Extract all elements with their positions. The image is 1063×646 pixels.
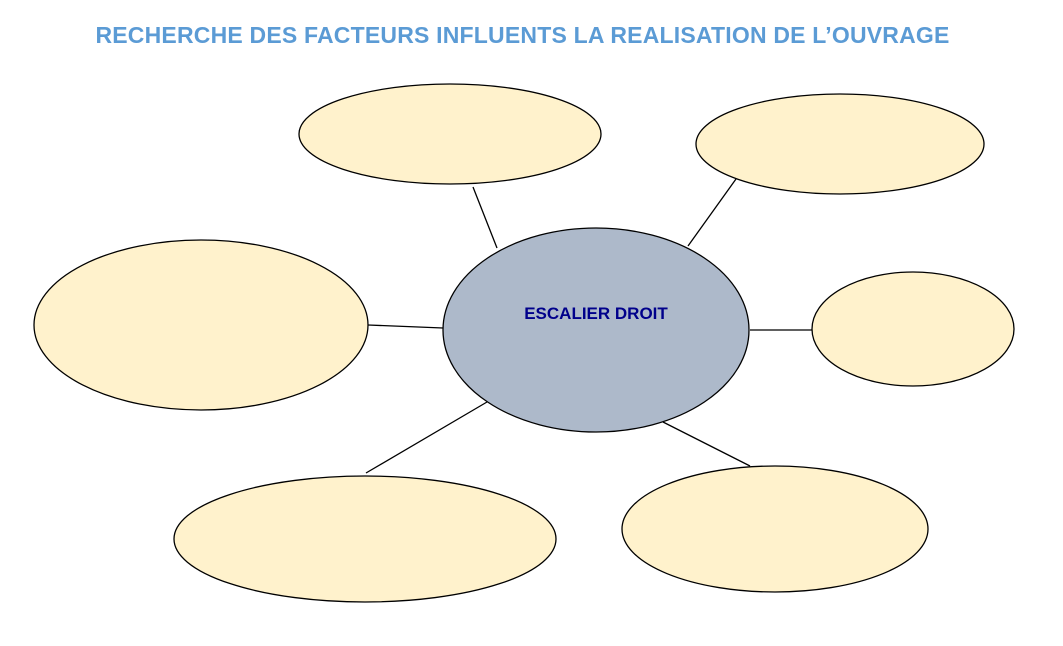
connector-top	[472, 186, 498, 249]
page-title: RECHERCHE DES FACTEURS INFLUENTS LA REAL…	[95, 22, 950, 48]
node-bottom-left[interactable]	[173, 475, 557, 603]
center-node-label: ESCALIER DROIT	[524, 304, 668, 323]
node-bottom-right[interactable]	[621, 465, 929, 593]
node-top[interactable]	[298, 83, 602, 185]
connector-left	[367, 324, 444, 329]
connector-top-right	[687, 178, 737, 247]
connector-bottom-left	[365, 401, 488, 474]
node-right[interactable]	[811, 271, 1015, 387]
connector-bottom-right	[662, 421, 751, 467]
center-node[interactable]	[442, 227, 750, 433]
node-left[interactable]	[33, 239, 369, 411]
node-top-right[interactable]	[695, 93, 985, 195]
